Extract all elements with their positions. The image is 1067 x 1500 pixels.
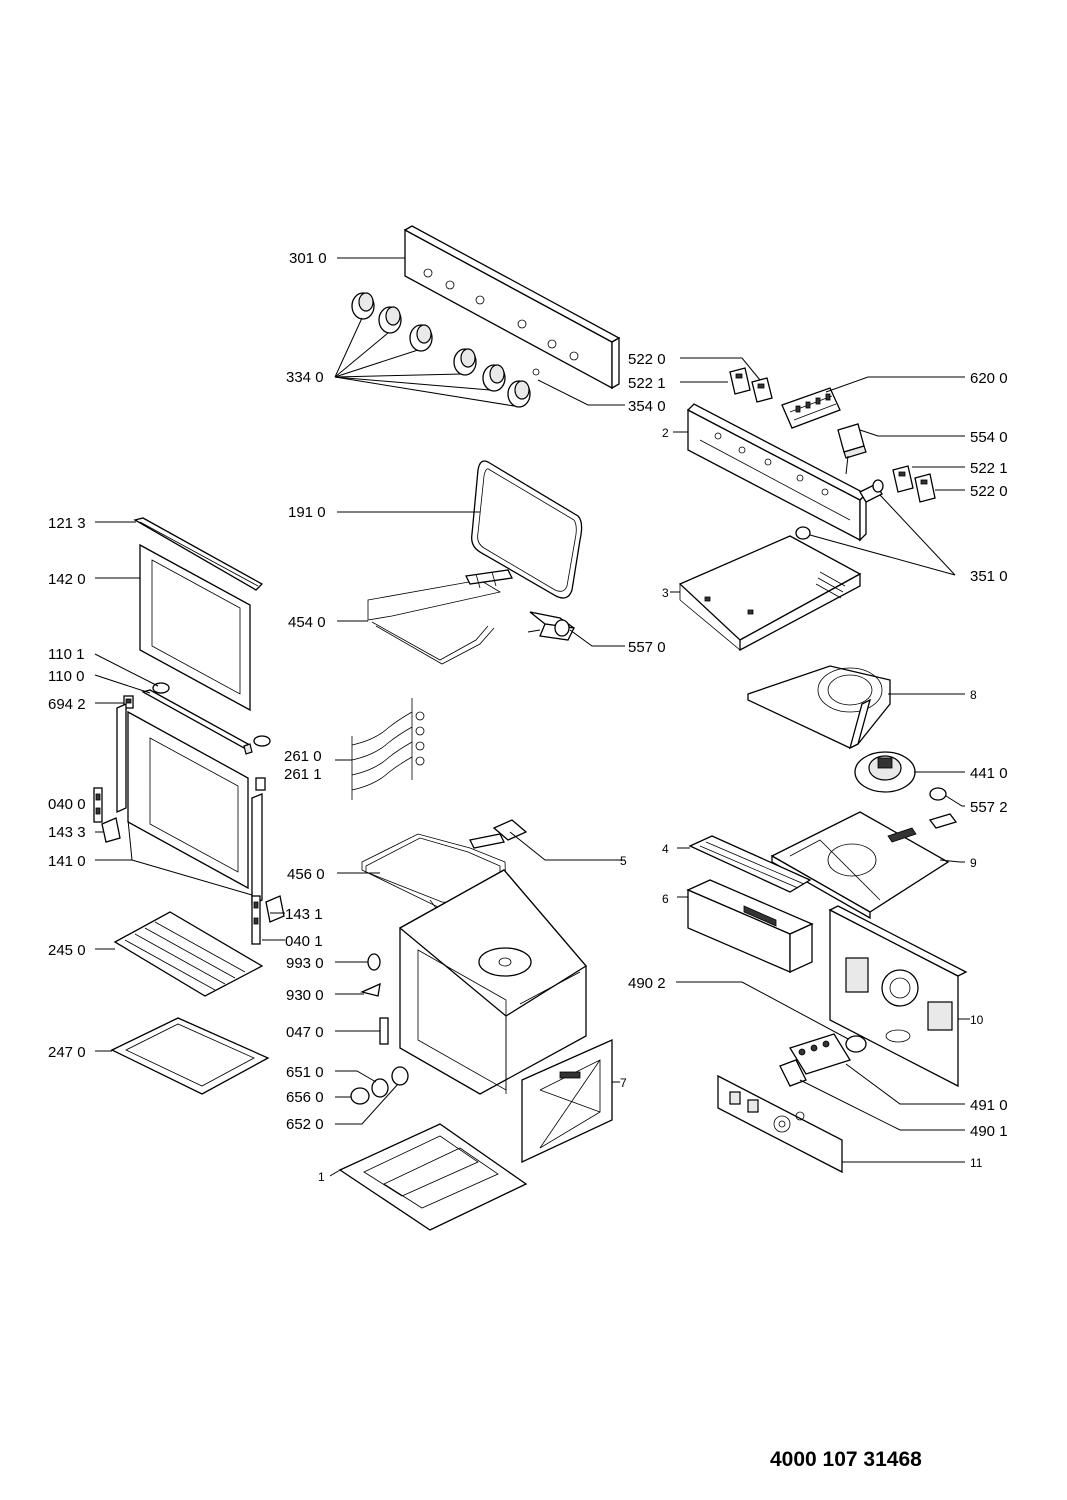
label-554-0: 554 0 [970,429,1008,446]
thermostat-557 [527,611,575,641]
label-143-3: 143 3 [48,824,86,841]
label-522-0-right: 522 0 [970,483,1008,500]
small-parts-column [350,953,409,1105]
label-354-0: 354 0 [628,398,666,415]
grill-element-454 [367,569,513,665]
label-652-0: 652 0 [286,1116,324,1133]
label-522-0-top: 522 0 [628,351,666,368]
door-parts-110 [141,682,271,755]
control-knobs-334 [351,292,531,408]
hinge-040-right [251,895,285,945]
label-454-0: 454 0 [288,614,326,631]
label-7: 7 [620,1076,627,1090]
label-490-2: 490 2 [628,975,666,992]
label-11: 11 [970,1156,983,1170]
rear-panel-9 [770,811,950,920]
control-panel-301 [403,225,621,390]
fan-motor-441 [854,751,916,793]
label-141-0: 141 0 [48,853,86,870]
label-441-0: 441 0 [970,765,1008,782]
inner-door-141 [116,702,266,905]
label-301-0: 301 0 [289,250,327,267]
label-121-3: 121 3 [48,515,86,532]
label-522-1-right: 522 1 [970,460,1008,477]
oven-cavity [398,869,587,1095]
top-cover-3 [678,535,862,652]
switch-blocks-522-top [729,367,773,403]
document-number: 4000 107 31468 [770,1448,922,1471]
oven-rack-245 [113,911,264,997]
label-491-0: 491 0 [970,1097,1008,1114]
lamp-holders-351 [795,479,884,540]
label-993-0: 993 0 [286,955,324,972]
label-490-1: 490 1 [970,1123,1008,1140]
bottom-panel-1 [338,1123,528,1231]
label-261-0: 261 0 [284,748,322,765]
label-6: 6 [662,892,669,906]
label-334-0: 334 0 [286,369,324,386]
label-191-0: 191 0 [288,504,326,521]
label-456-0: 456 0 [287,866,325,883]
back-wall-10 [828,905,968,1088]
control-board-11 [717,1074,843,1174]
label-110-0: 110 0 [48,668,84,685]
label-656-0: 656 0 [286,1089,324,1106]
gasket-191 [471,460,583,599]
hinge-040-left [93,787,103,823]
label-10: 10 [970,1013,984,1027]
fan-cover-8 [747,665,891,750]
selector-switch-554 [837,423,867,475]
hinge-694 [123,695,134,709]
label-930-0: 930 0 [286,987,324,1004]
label-247-0: 247 0 [48,1044,86,1061]
label-4: 4 [662,842,669,856]
label-9: 9 [970,856,977,870]
front-frame-7 [521,1038,613,1164]
label-3: 3 [662,586,669,600]
switch-blocks-522-right [892,465,936,503]
label-2: 2 [662,426,669,440]
knob-4902 [845,1035,867,1053]
shelf-supports-261 [351,698,425,800]
bracket-6 [686,879,814,974]
label-245-0: 245 0 [48,942,86,959]
thermostat-5572 [928,787,958,829]
label-047-0: 047 0 [286,1024,324,1041]
label-351-0: 351 0 [970,568,1008,585]
channel-4 [688,835,812,893]
label-5: 5 [620,854,627,868]
label-522-1-top: 522 1 [628,375,666,392]
label-620-0: 620 0 [970,370,1008,387]
label-143-1: 143 1 [285,906,323,923]
label-557-2: 557 2 [970,799,1008,816]
label-557-0: 557 0 [628,639,666,656]
terminal-block-620 [781,387,841,429]
door-top-profile-1213 [133,517,264,591]
label-142-0: 142 0 [48,571,86,588]
label-040-0: 040 0 [48,796,86,813]
baking-tray-247 [110,1017,270,1095]
hinge-bracket-1433 [101,817,121,843]
outer-glass-142 [139,543,251,712]
terminal-board-491 [789,1033,851,1075]
connector-4901 [779,1059,807,1087]
label-694-2: 694 2 [48,696,86,713]
label-651-0: 651 0 [286,1064,324,1081]
frame-2 [686,403,868,542]
label-040-1: 040 1 [285,933,323,950]
label-261-1: 261 1 [284,766,322,783]
label-8: 8 [970,688,977,702]
label-110-1: 110 1 [48,646,84,663]
label-1: 1 [318,1170,325,1184]
